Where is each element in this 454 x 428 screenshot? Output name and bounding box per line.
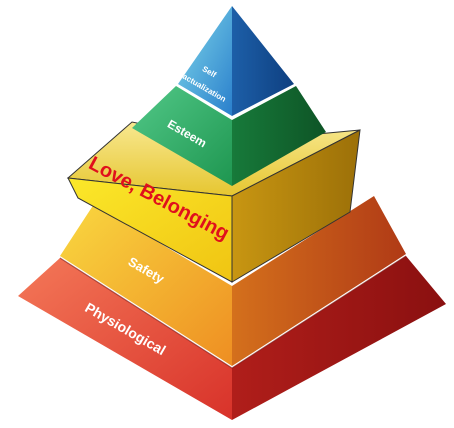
level-self-actualization-left-face [178,6,232,116]
level-esteem: Esteem [132,86,326,186]
level-love-belonging-right-face [231,129,361,283]
level-esteem-right-face [232,86,326,186]
level-safety-left-face [60,204,232,366]
level-safety: Safety [60,196,406,366]
level-physiological-left-face [18,258,232,420]
level-self-actualization-right-face [232,6,294,116]
level-esteem-left-face [132,86,232,186]
level-physiological-right-face [232,256,446,420]
level-safety-right-face [232,196,406,366]
level-self-actualization: Self actualization [178,6,294,116]
